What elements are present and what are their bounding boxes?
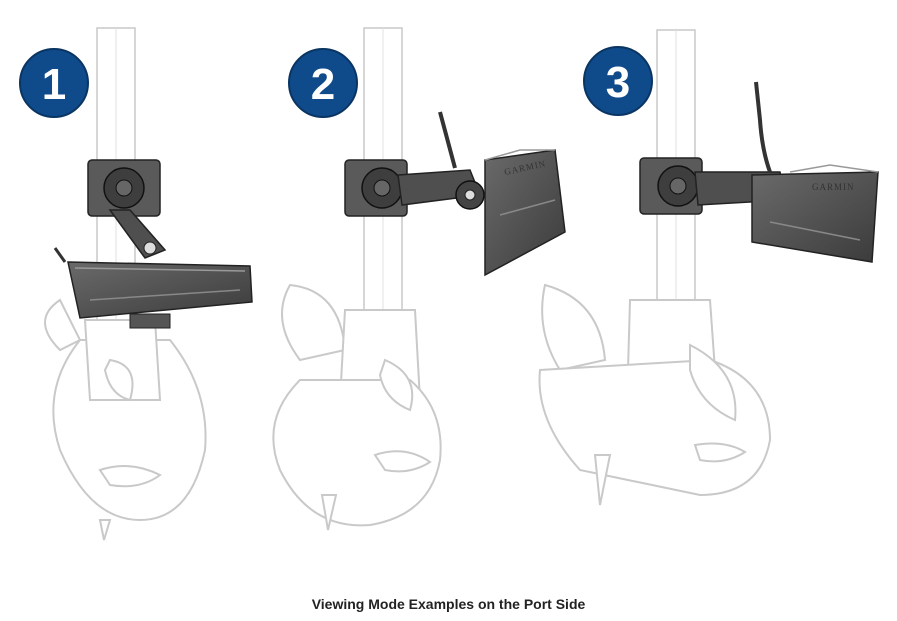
panel-1: 1 xyxy=(19,27,253,541)
panel-2: GARMIN 2 xyxy=(272,27,566,531)
trolling-motor xyxy=(538,283,772,506)
panel-number-badge: 2 xyxy=(288,48,358,118)
panel-3: GARMIN 3 xyxy=(538,29,879,506)
panel-number: 1 xyxy=(42,60,66,109)
panel-number-badge: 3 xyxy=(583,46,653,116)
brand-label: GARMIN xyxy=(812,182,855,192)
transducer xyxy=(53,247,253,329)
panel-number-badge: 1 xyxy=(19,48,89,118)
figure-caption: Viewing Mode Examples on the Port Side xyxy=(311,596,586,612)
trolling-motor xyxy=(272,283,442,531)
panel-number: 3 xyxy=(606,58,630,107)
transducer: GARMIN xyxy=(484,149,566,277)
panel-number: 2 xyxy=(311,60,335,109)
trolling-motor xyxy=(44,298,207,541)
mount-bracket xyxy=(87,159,167,259)
transducer: GARMIN xyxy=(751,164,879,263)
mount-bracket xyxy=(344,111,485,217)
